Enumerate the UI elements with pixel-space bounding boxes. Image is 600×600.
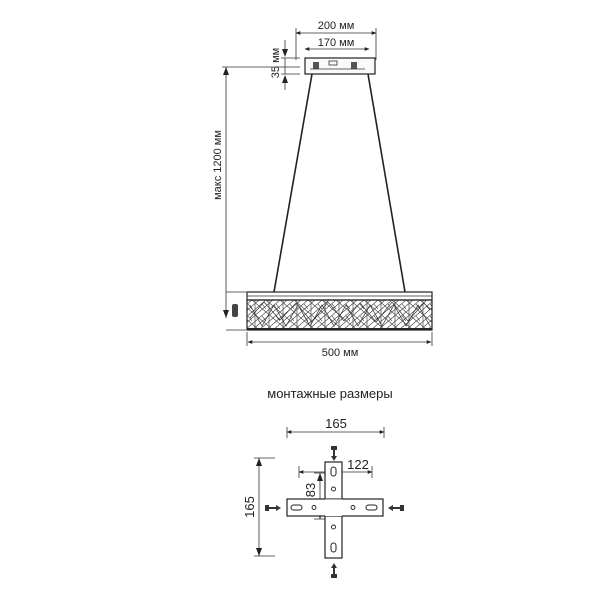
screw-icon <box>388 505 404 511</box>
label-mount-width-165: 165 <box>325 416 347 431</box>
canopy-screw <box>351 62 357 69</box>
bracket-slot <box>330 466 337 477</box>
bracket-hole <box>331 486 336 492</box>
canopy-plate <box>304 57 376 75</box>
label-mount-width-122: 122 <box>347 457 369 472</box>
bracket-hole <box>311 505 317 510</box>
crystal-lattice-shade <box>246 299 433 331</box>
lattice-pattern <box>249 301 431 327</box>
mounting-title: монтажные размеры <box>267 386 392 401</box>
mounting-cross-bracket: 165 122 165 83 <box>242 416 404 578</box>
label-mount-height-165: 165 <box>242 496 257 518</box>
screw-icon <box>331 446 337 461</box>
arrow <box>282 75 288 83</box>
label-max-height: макс 1200 мм <box>212 130 224 200</box>
arrow <box>282 49 288 57</box>
arrow <box>317 473 323 481</box>
label-canopy-35: 35 мм <box>270 48 282 78</box>
bracket-hole <box>331 524 336 530</box>
suspension-wire-right <box>367 73 406 293</box>
label-ring-500: 500 мм <box>322 347 359 359</box>
label-mount-height-83: 83 <box>303 483 318 497</box>
label-canopy-170: 170 мм <box>318 37 355 49</box>
screw-icon <box>265 505 281 511</box>
bracket-hole <box>350 505 356 510</box>
max-height-dimension: макс 1200 мм <box>212 66 300 318</box>
suspension-wire-left <box>273 73 313 293</box>
ring-side-cap <box>232 304 238 317</box>
bracket-slot <box>290 504 303 511</box>
arrow <box>223 310 229 318</box>
bracket-slot <box>330 542 337 553</box>
bracket-slot <box>365 504 378 511</box>
canopy-group: 200 мм 170 мм 35 мм <box>270 20 377 90</box>
ring-bottom-edge <box>247 328 432 330</box>
canopy-clip <box>328 60 338 66</box>
ring-luminaire: 500 мм <box>226 291 433 359</box>
canopy-screw <box>313 62 319 69</box>
arrow <box>256 458 262 466</box>
bracket-center <box>325 499 342 516</box>
screw-icon <box>331 563 337 578</box>
label-canopy-200: 200 мм <box>318 20 355 32</box>
arrow <box>256 548 262 556</box>
arrow <box>223 67 229 75</box>
